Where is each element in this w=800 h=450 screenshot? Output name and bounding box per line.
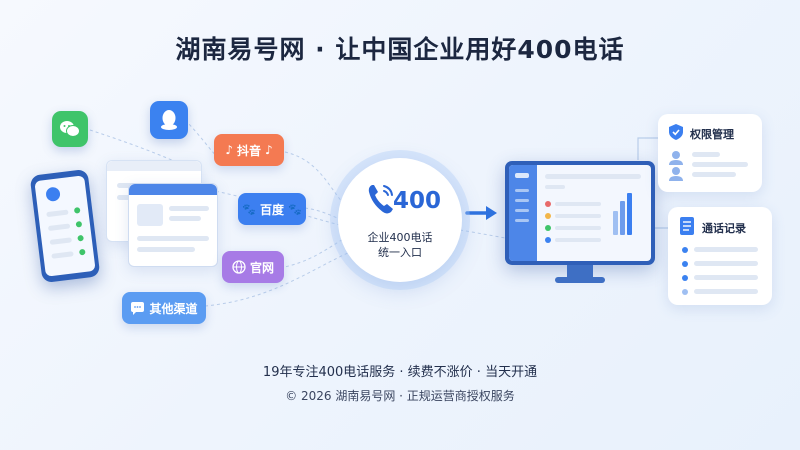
hub-400-entry: 400 企业400电话 统一入口 [338,158,462,282]
qq-icon [161,110,177,130]
browser-window [128,183,218,267]
phone-icon [45,186,61,203]
arrow-right-icon [465,206,497,220]
douyin-channel: ♪ 抖音 ♪ [214,134,284,166]
user-icon [669,151,683,181]
website-channel: 官网 [222,251,284,283]
hub-number: 400 [393,188,442,214]
permission-panel: 权限管理 [658,114,762,192]
phone-icon [368,185,393,214]
other-channel: 其他渠道 [122,292,206,324]
footer-copyright: © 2026 湖南易号网 · 正规运营商授权服务 [285,389,515,403]
chat-icon [131,301,145,315]
call-log-title: 通话记录 [702,222,746,235]
website-label: 官网 [249,260,274,275]
shield-icon [669,124,683,140]
wechat-icon [60,121,80,137]
globe-icon [232,260,246,274]
douyin-icon: ♪ [225,143,233,157]
hub-label: 企业400电话 [367,231,433,244]
wechat-tile [52,111,88,147]
permission-title: 权限管理 [690,128,734,141]
baidu-icon: 🐾 [242,202,256,216]
page-title: 湖南易号网 · 让中国企业用好400电话 [175,35,625,64]
document-icon [680,217,694,235]
other-label: 其他渠道 [149,301,198,316]
call-log-panel: 通话记录 [668,207,772,305]
qq-tile [150,101,188,139]
footer-tagline: 19年专注400电话服务 · 续费不涨价 · 当天开通 [262,365,538,380]
image-icon [137,204,163,226]
douyin-label: 抖音 [236,143,261,158]
monitor-icon [505,161,655,283]
baidu-label: 百度 [259,202,284,217]
baidu-channel: 🐾 百度 🐾 [238,193,306,225]
hub-sublabel: 统一入口 [378,246,422,259]
